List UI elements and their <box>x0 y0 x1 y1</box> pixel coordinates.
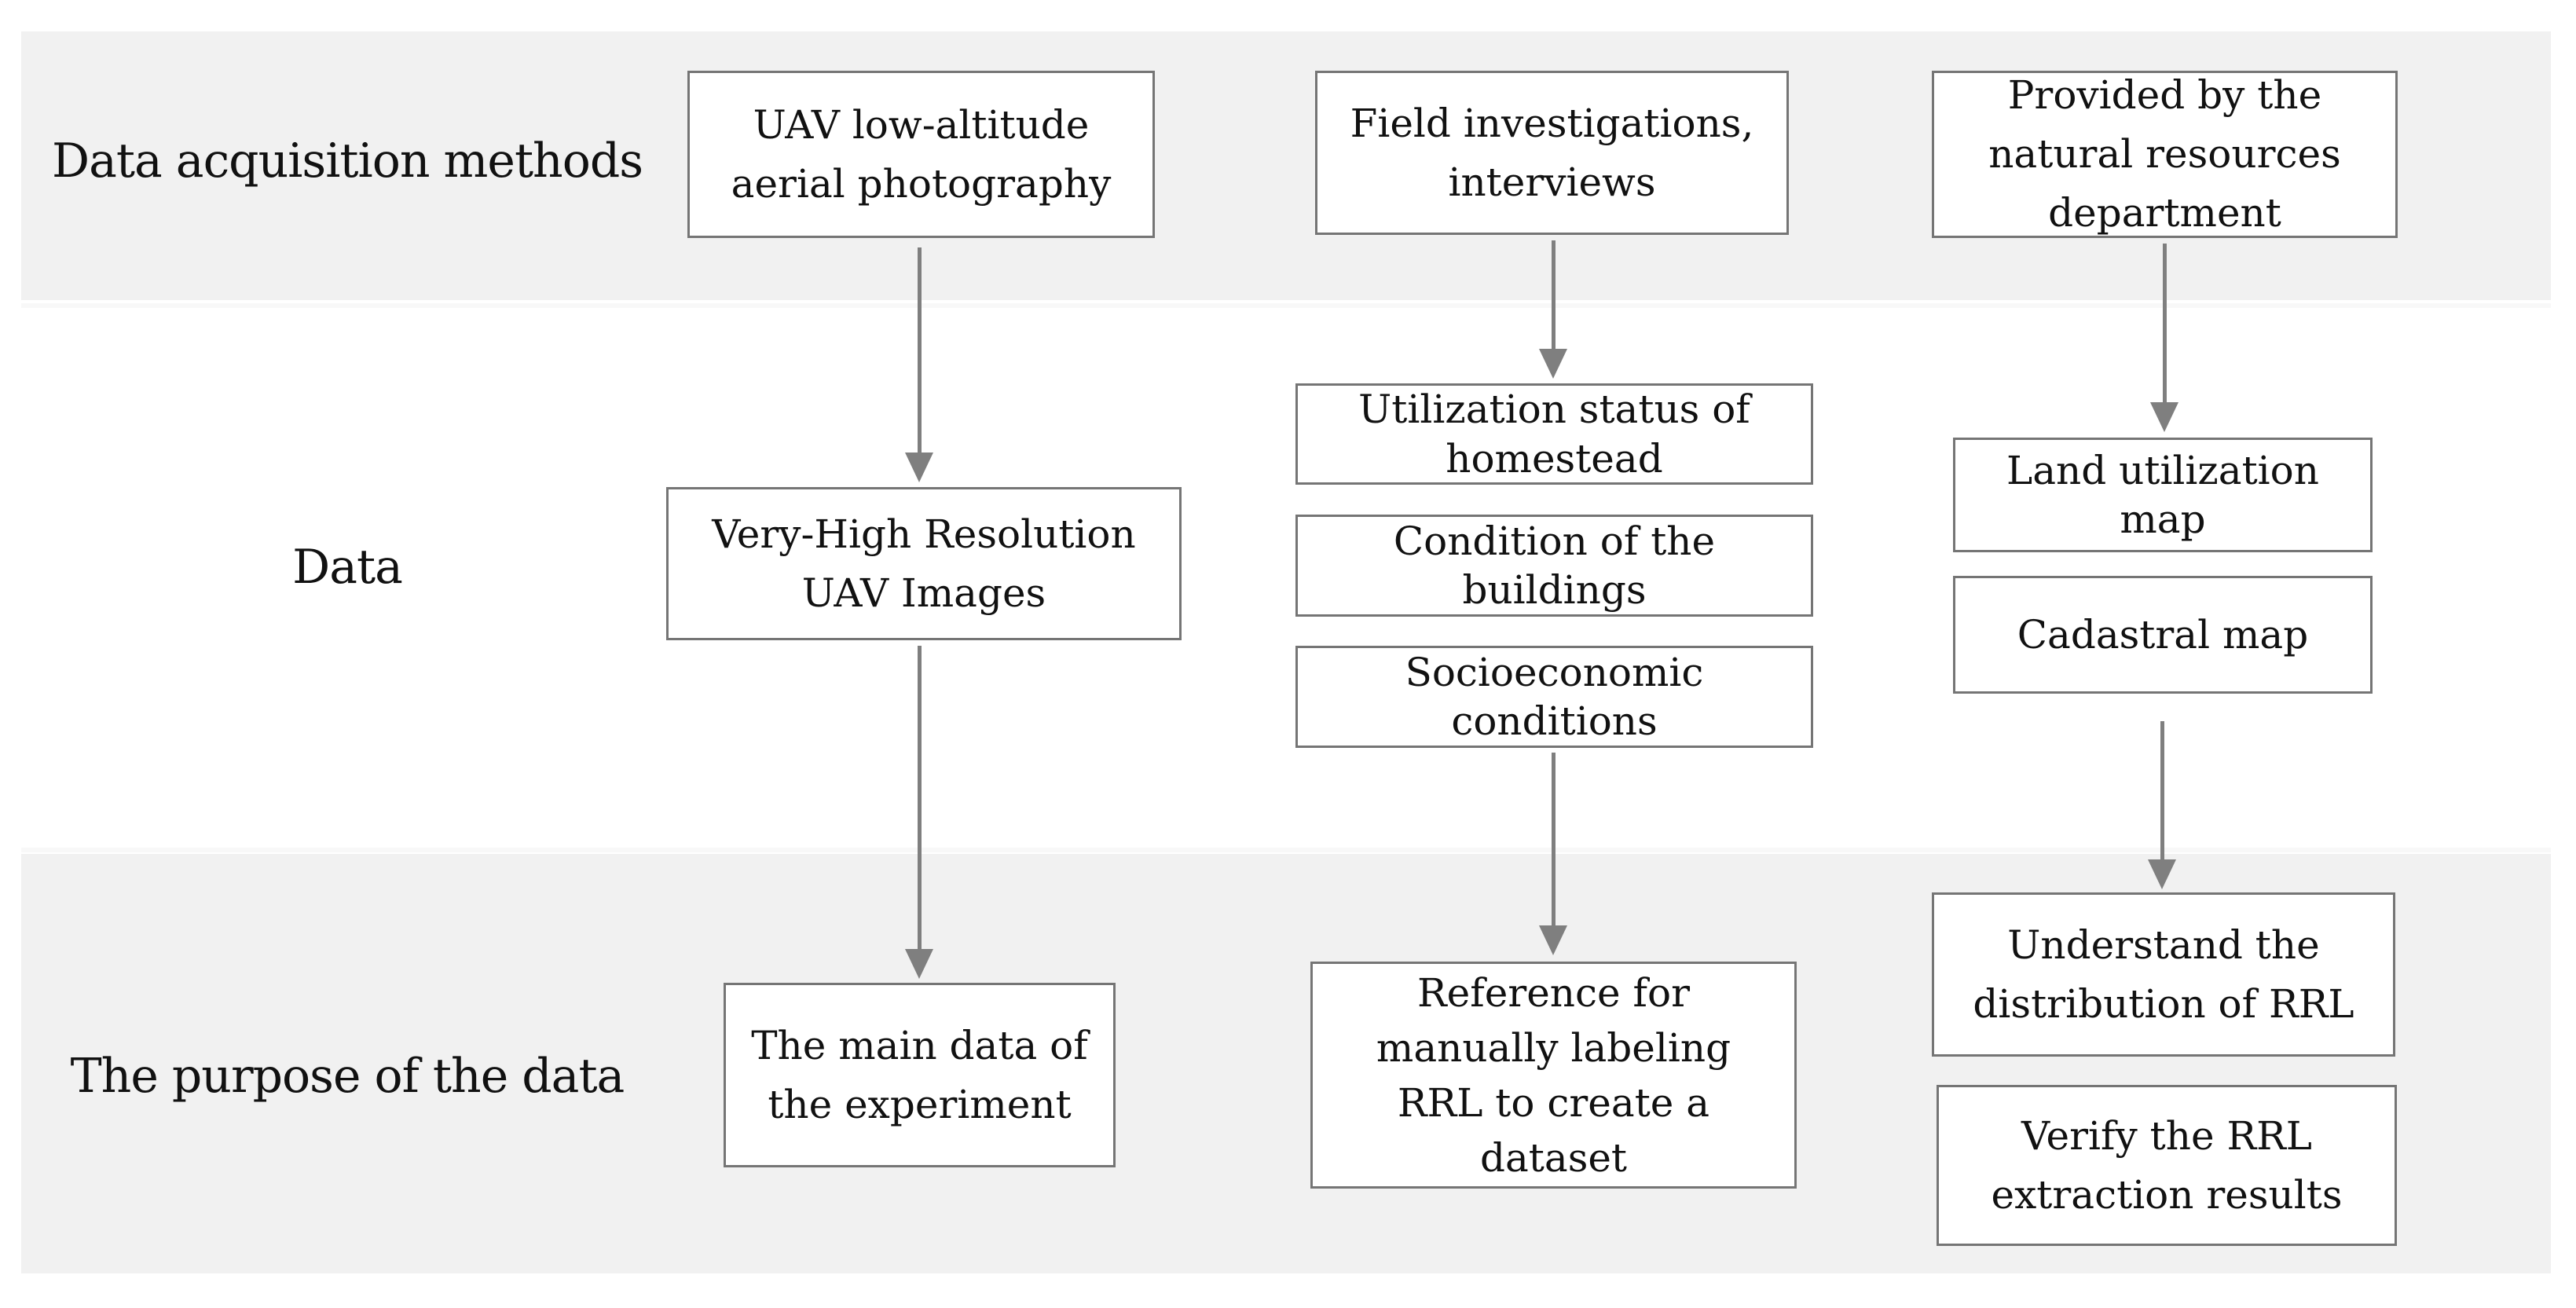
row-label-purpose: The purpose of the data <box>70 1049 625 1104</box>
box-data-utilization-status-text: Utilization status of homestead <box>1358 387 1750 482</box>
row-label-data: Data <box>292 540 403 595</box>
arrow-head-icon <box>2148 859 2176 889</box>
box-purpose-main-data: The main data of the experiment <box>724 983 1116 1167</box>
box-purpose-understand-distribution: Understand the distribution of RRL <box>1932 892 2395 1057</box>
box-purpose-labeling-reference-text: Reference for manually labeling RRL to c… <box>1376 969 1731 1181</box>
box-data-building-condition-text: Condition of the buildings <box>1393 518 1716 614</box>
arrow-line <box>2163 244 2167 405</box>
arrow-head-icon <box>1539 925 1567 955</box>
row-label-methods: Data acquisition methods <box>51 134 643 189</box>
box-method-uav-photography-text: UAV low-altitude aerial photography <box>731 101 1112 207</box>
arrow-line <box>918 247 922 456</box>
box-purpose-verify-extraction: Verify the RRL extraction results <box>1937 1085 2397 1246</box>
box-data-uav-images-text: Very-High Resolution UAV Images <box>712 511 1136 616</box>
band-purpose-row-edge <box>21 848 2551 852</box>
box-purpose-labeling-reference: Reference for manually labeling RRL to c… <box>1310 962 1797 1189</box>
box-data-building-condition: Condition of the buildings <box>1295 515 1813 617</box>
box-data-cadastral-map: Cadastral map <box>1953 576 2373 694</box>
box-data-land-utilization-map: Land utilization map <box>1953 438 2373 552</box>
box-method-field-investigations-text: Field investigations, interviews <box>1350 100 1754 205</box>
box-data-cadastral-map-text: Cadastral map <box>2017 611 2309 658</box>
box-data-land-utilization-map-text: Land utilization map <box>2006 447 2319 543</box>
box-data-uav-images: Very-High Resolution UAV Images <box>666 487 1182 640</box>
box-data-utilization-status: Utilization status of homestead <box>1295 383 1813 485</box>
box-method-natural-resources: Provided by the natural resources depart… <box>1932 71 2398 238</box>
arrow-head-icon <box>905 452 933 482</box>
box-purpose-main-data-text: The main data of the experiment <box>751 1022 1088 1127</box>
arrow-head-icon <box>2150 402 2178 432</box>
arrow-line <box>1552 753 1555 929</box>
box-method-uav-photography: UAV low-altitude aerial photography <box>687 71 1155 238</box>
arrow-line <box>2160 721 2164 863</box>
box-purpose-verify-extraction-text: Verify the RRL extraction results <box>1991 1112 2343 1218</box>
box-method-field-investigations: Field investigations, interviews <box>1315 71 1789 235</box>
box-data-socioeconomic: Socioeconomic conditions <box>1295 646 1813 748</box>
arrow-head-icon <box>905 949 933 979</box>
arrow-head-icon <box>1539 349 1567 379</box>
arrow-line <box>1552 240 1555 352</box>
box-purpose-understand-distribution-text: Understand the distribution of RRL <box>1973 921 2354 1027</box>
band-methods-row-edge <box>21 303 2551 308</box>
box-data-socioeconomic-text: Socioeconomic conditions <box>1405 649 1704 745</box>
box-method-natural-resources-text: Provided by the natural resources depart… <box>1988 72 2341 236</box>
arrow-line <box>918 646 922 952</box>
